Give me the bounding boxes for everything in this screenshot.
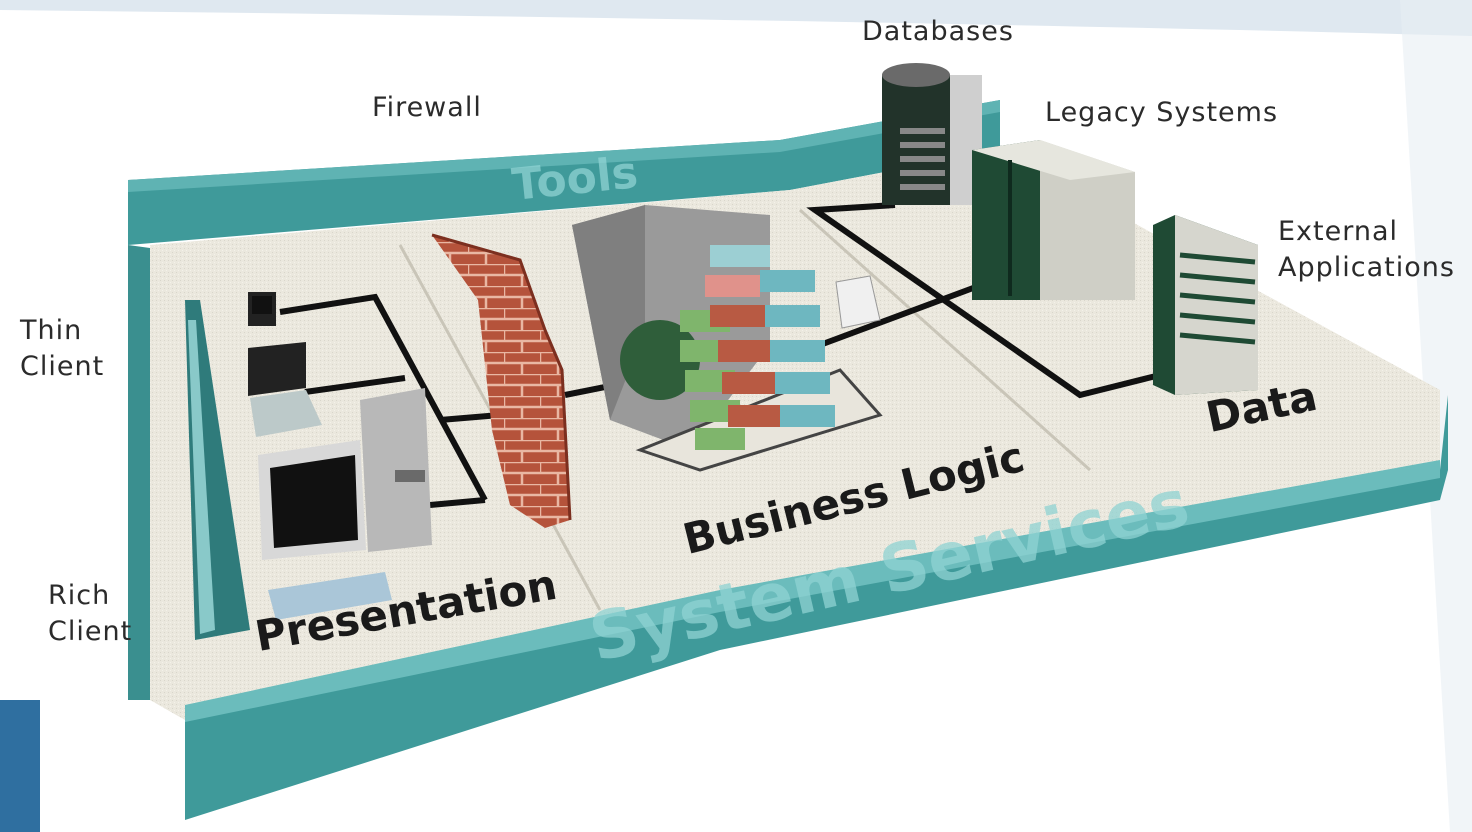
firewall-icon bbox=[431, 233, 572, 528]
external-applications-label: External Applications bbox=[1278, 214, 1455, 286]
firewall-label: Firewall bbox=[372, 92, 482, 123]
server-rack-red bbox=[705, 275, 783, 427]
thin-client-phone-icon bbox=[248, 292, 276, 326]
tools-wall-top bbox=[128, 100, 1000, 192]
external-applications-line-1: External bbox=[1278, 216, 1399, 247]
system-services-wall-top bbox=[185, 460, 1440, 722]
server-rack-blue bbox=[710, 245, 835, 427]
database-icon bbox=[882, 63, 982, 205]
system-services-wall bbox=[185, 395, 1448, 820]
connector-laptop bbox=[304, 375, 406, 395]
thin-client-line-2: Client bbox=[20, 351, 105, 382]
left-corner-image bbox=[0, 700, 40, 832]
legacy-systems-label: Legacy Systems bbox=[1045, 97, 1279, 128]
connector-server-data bbox=[818, 275, 1002, 348]
connector-desktop bbox=[429, 497, 486, 508]
laptop-icon bbox=[248, 342, 322, 437]
client-ramp-light bbox=[188, 320, 215, 634]
external-applications-line-2: Applications bbox=[1278, 252, 1455, 283]
desktop-computer-icon bbox=[258, 388, 432, 620]
thin-client-label: Thin Client bbox=[20, 313, 104, 385]
legacy-system-icon bbox=[972, 140, 1135, 300]
top-band bbox=[0, 0, 1472, 36]
rich-client-line-2: Client bbox=[48, 616, 133, 647]
rich-client-line-1: Rich bbox=[48, 580, 111, 611]
thin-client-line-1: Thin bbox=[20, 315, 83, 346]
connector-db bbox=[806, 202, 1161, 399]
connector-phone bbox=[279, 293, 488, 502]
connector-firewall bbox=[439, 412, 501, 423]
connectors bbox=[279, 202, 1161, 508]
app-server-icon bbox=[572, 205, 883, 472]
databases-label: Databases bbox=[862, 16, 1014, 47]
rich-client-label: Rich Client bbox=[48, 578, 132, 650]
left-wall bbox=[128, 180, 150, 700]
tier-divider-2 bbox=[798, 208, 1092, 472]
server-doc bbox=[835, 275, 881, 329]
tools-wall bbox=[128, 100, 1000, 245]
external-application-icon bbox=[1153, 215, 1258, 395]
